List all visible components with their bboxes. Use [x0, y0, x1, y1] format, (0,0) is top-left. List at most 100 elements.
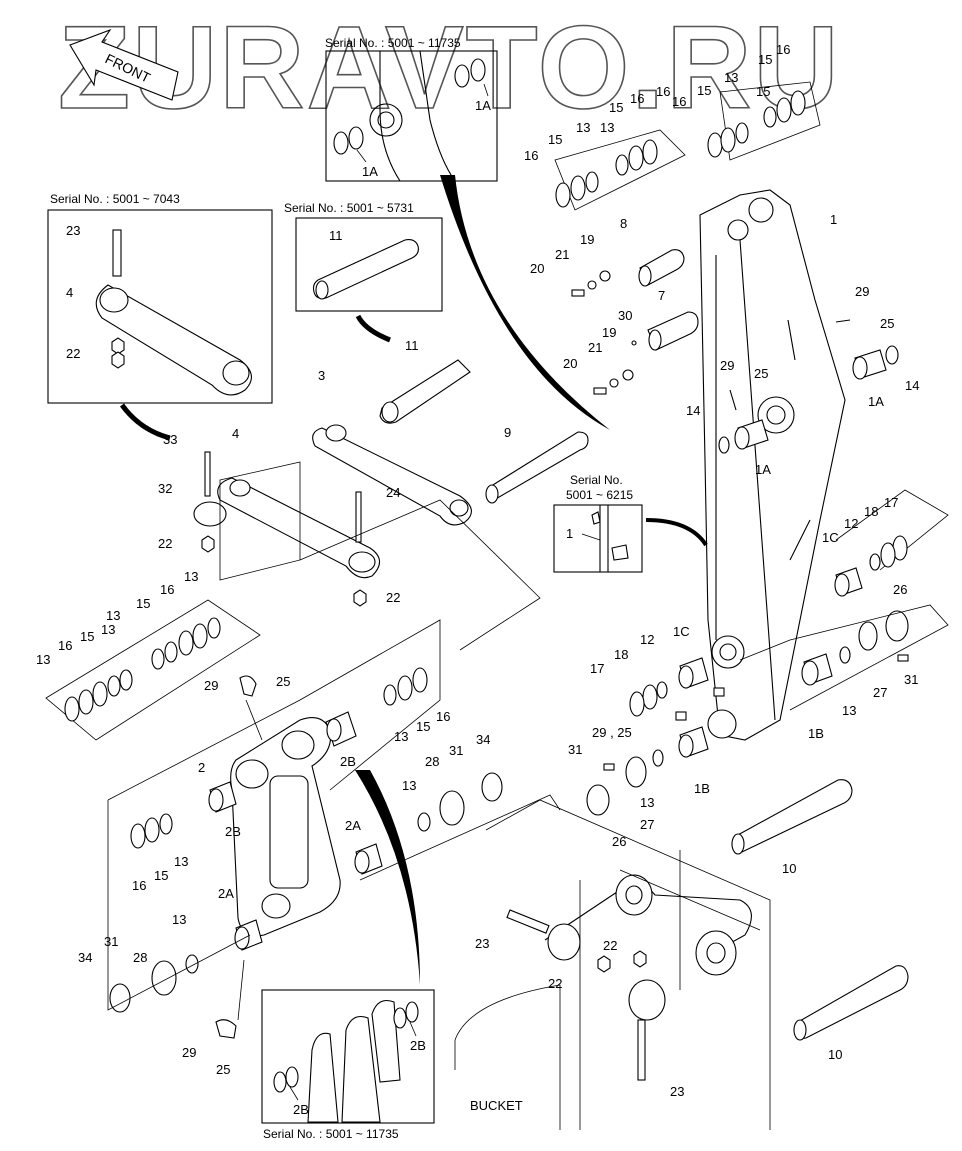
callout-13-lw1: 13 [184, 569, 198, 584]
callout-1b-r: 1B [808, 726, 824, 741]
callout-15-tr1: 15 [758, 52, 772, 67]
callout-20-b: 20 [563, 356, 577, 371]
callout-13-tr1: 13 [724, 70, 738, 85]
callout-13-ll: 13 [394, 729, 408, 744]
callout-10-a: 10 [782, 861, 796, 876]
callout-22-d: 22 [548, 976, 562, 991]
callout-18-r: 18 [864, 504, 878, 519]
link-area-parts [193, 359, 589, 651]
callout-25-ll2: 25 [216, 1062, 230, 1077]
link-serial-box [47, 209, 273, 404]
callout-28-ll: 28 [425, 754, 439, 769]
callout-33: 33 [163, 432, 177, 447]
callout-2b-bb2: 2B [293, 1102, 309, 1117]
callout-16-ll2: 16 [132, 878, 146, 893]
leader-bottom-sweep [355, 770, 420, 985]
callout-34-ll2: 34 [78, 950, 92, 965]
callout-1-armbox: 1 [566, 526, 573, 541]
callout-20-a: 20 [530, 261, 544, 276]
callout-15-tr2: 15 [697, 83, 711, 98]
callout-13-ll2: 13 [402, 778, 416, 793]
callout-31-ll: 31 [449, 743, 463, 758]
callout-4-link: 4 [66, 285, 73, 300]
callout-22-link: 22 [66, 346, 80, 361]
arm-assembly [699, 189, 846, 741]
callout-22-b: 22 [386, 590, 400, 605]
callout-27-l: 27 [640, 817, 654, 832]
callout-15-tr5: 15 [756, 84, 770, 99]
callout-3: 3 [318, 368, 325, 383]
callout-1b-l: 1B [694, 781, 710, 796]
left-link-parts [107, 619, 561, 1039]
callout-16-lw2: 16 [58, 638, 72, 653]
callout-16-tr4: 16 [524, 148, 538, 163]
callout-13-lw3: 13 [36, 652, 50, 667]
callout-13-lw4: 13 [101, 622, 115, 637]
callout-1a-top-2: 1A [362, 164, 378, 179]
callout-21-a: 21 [555, 247, 569, 262]
callout-23-link: 23 [66, 223, 80, 238]
callout-9: 9 [504, 425, 511, 440]
callout-2b-ll: 2B [340, 754, 356, 769]
callout-11: 11 [405, 338, 419, 353]
callout-19-b: 19 [602, 325, 616, 340]
callout-13-ll4: 13 [172, 912, 186, 927]
callout-32: 32 [158, 481, 172, 496]
bottom-serial-box [261, 989, 435, 1124]
callout-8: 8 [620, 216, 627, 231]
callout-13-ll3: 13 [174, 854, 188, 869]
callout-12-r: 12 [844, 516, 858, 531]
callout-13-l: 13 [640, 795, 654, 810]
serial-note-arm-1: Serial No. [570, 473, 623, 487]
callout-25-right: 25 [880, 316, 894, 331]
callout-13-tr2: 13 [600, 120, 614, 135]
callout-22-a: 22 [158, 536, 172, 551]
callout-1a-top: 1A [475, 98, 491, 113]
callout-16-lw1: 16 [160, 582, 174, 597]
callout-29-ll: 29 [204, 678, 218, 693]
callout-16-tr3: 16 [630, 91, 644, 106]
callout-1c-l: 1C [673, 624, 690, 639]
callout-34-ll: 34 [476, 732, 490, 747]
serial-note-link: Serial No. : 5001 ~ 7043 [50, 192, 180, 206]
left-washer-stack [45, 599, 261, 741]
callout-13-tr3: 13 [576, 120, 590, 135]
callout-31-ll2: 31 [104, 934, 118, 949]
callout-15-tr3: 15 [609, 100, 623, 115]
callout-17-l: 17 [590, 661, 604, 676]
callout-13-r: 13 [842, 703, 856, 718]
callout-13-lw2: 13 [106, 608, 120, 623]
callout-18-l: 18 [614, 647, 628, 662]
callout-16-ll: 16 [436, 709, 450, 724]
serial-note-bottom: Serial No. : 5001 ~ 11735 [263, 1127, 399, 1141]
callout-12-l: 12 [640, 632, 654, 647]
callout-25-arm: 25 [754, 366, 768, 381]
callout-2a-ll: 2A [345, 818, 361, 833]
callout-16-tr5: 16 [656, 84, 670, 99]
callout-23-a: 23 [475, 936, 489, 951]
callout-10-b: 10 [828, 1047, 842, 1062]
leader-arm-box [645, 518, 708, 547]
callout-4: 4 [232, 426, 239, 441]
callout-29-25-l: 29 , 25 [592, 725, 632, 740]
callout-29-ll2: 29 [182, 1045, 196, 1060]
callout-15-ll2: 15 [154, 868, 168, 883]
callout-14-arm: 14 [686, 403, 700, 418]
callout-26-l: 26 [612, 834, 626, 849]
callout-14-right: 14 [905, 378, 919, 393]
callout-1-arm: 1 [830, 212, 837, 227]
callout-24: 24 [386, 485, 400, 500]
serial-note-arm-2: 5001 ~ 6215 [566, 488, 633, 502]
callout-27-r: 27 [873, 685, 887, 700]
serial-note-top: Serial No. : 5001 ~ 11735 [325, 36, 461, 50]
callout-21-b: 21 [588, 340, 602, 355]
callout-16-tr1: 16 [776, 42, 790, 57]
callout-1a-arm: 1A [755, 462, 771, 477]
callout-31-l: 31 [568, 742, 582, 757]
callout-2a-ll2: 2A [218, 886, 234, 901]
callout-1a-right: 1A [868, 394, 884, 409]
callout-2b-bb: 2B [410, 1038, 426, 1053]
leader-link-box [119, 403, 171, 441]
arm-lower-parts [586, 657, 725, 816]
